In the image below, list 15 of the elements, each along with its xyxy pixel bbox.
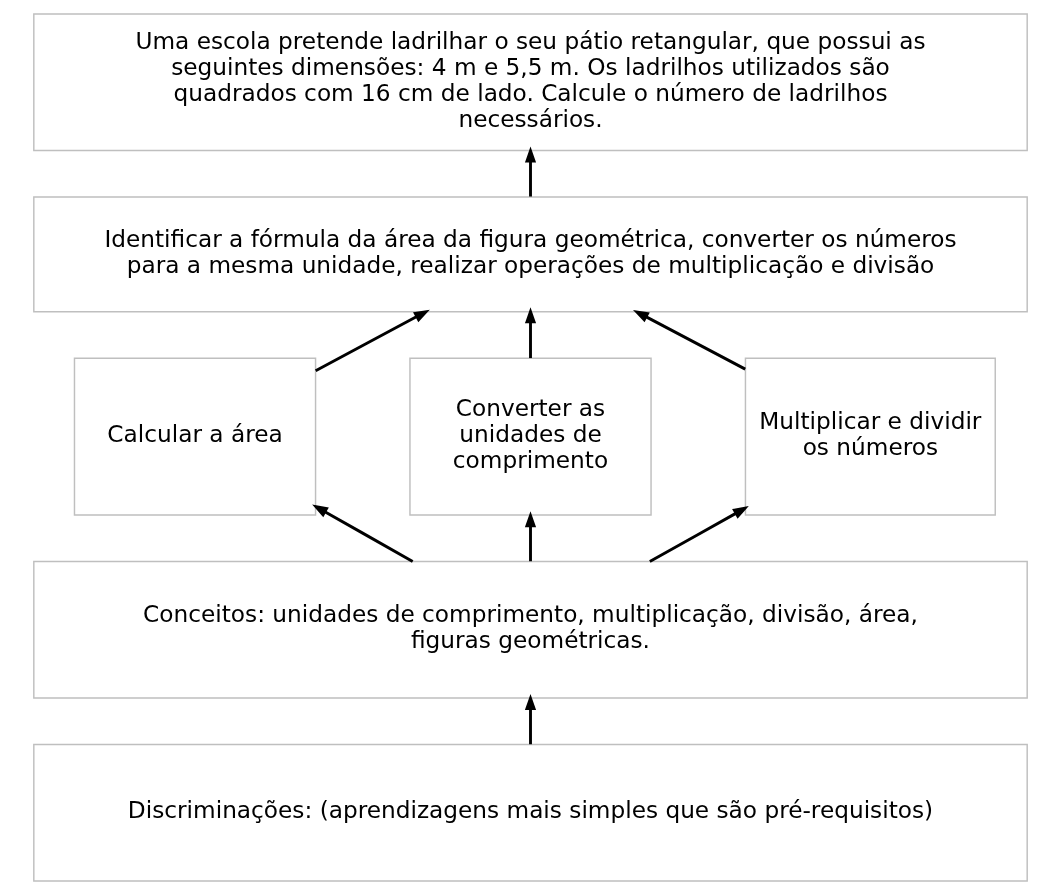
- node-box: Multiplicar e dividir os números: [744, 357, 996, 516]
- arrow: [633, 309, 746, 371]
- node-box: Uma escola pretende ladrilhar o seu pátio retangular, que possui as seguintes dimensões: 4 m e 5,5 m. Os ladrilhos utilizados são quadrados com 16 cm de lado. Calcule o número de ladrilhos necessários.: [33, 13, 1028, 152]
- arrow: [649, 506, 749, 563]
- node-box: Calcular a área: [73, 357, 317, 516]
- node-box: Converter as unidades de comprimento: [409, 357, 652, 516]
- arrow: [524, 693, 537, 745]
- arrow: [524, 146, 537, 197]
- node-box: Conceitos: unidades de comprimento, multiplicação, divisão, área, figuras geométricas.: [33, 560, 1028, 699]
- arrow: [524, 307, 537, 359]
- arrow: [524, 511, 537, 562]
- arrow: [314, 309, 430, 372]
- arrow: [312, 504, 414, 563]
- node-box: Identificar a fórmula da área da figura geométrica, converter os números para a mesma unidade, realizar operações de multiplicação e divisão: [33, 196, 1028, 313]
- node-box: Discriminações: (aprendizagens mais simples que são pré-requisitos): [33, 743, 1028, 882]
